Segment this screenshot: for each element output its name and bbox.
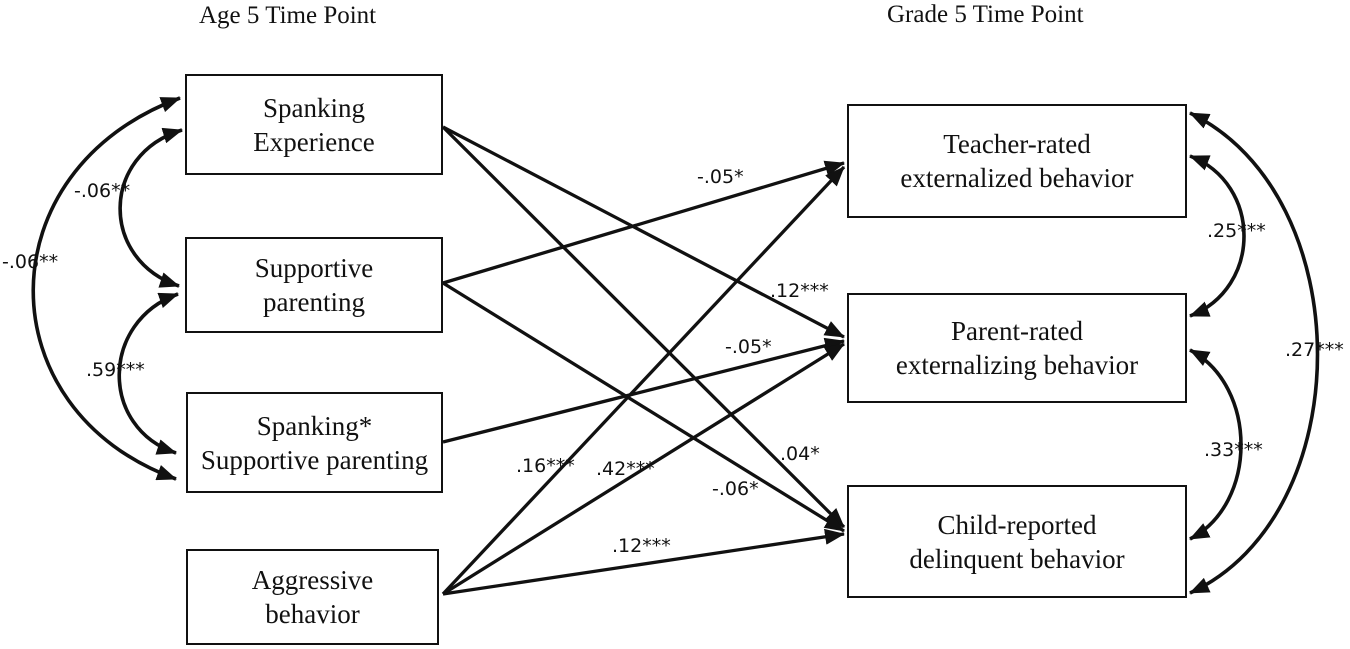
path-aggressive-to-teacher xyxy=(441,165,846,596)
path-aggressive-to-parent xyxy=(442,342,845,596)
coef-cov-spanking-interaction: -.06** xyxy=(2,251,59,273)
box-child-delinquent: Child-reported delinquent behavior xyxy=(847,485,1187,598)
coef-interaction-parent: -.05* xyxy=(725,336,772,358)
age5-timepoint-title: Age 5 Time Point xyxy=(199,2,377,29)
covariance-parent-child xyxy=(1189,348,1243,541)
coef-cov-teacher-child: .27*** xyxy=(1285,339,1344,361)
path-spanking-to-parent xyxy=(442,125,845,339)
box-spanking-x-supportive: Spanking* Supportive parenting xyxy=(186,392,443,493)
box-teacher-externalized: Teacher-rated externalized behavior xyxy=(847,104,1187,218)
coef-supportive-child: -.06* xyxy=(712,478,759,500)
box-supportive-parenting: Supportive parenting xyxy=(185,237,443,333)
coef-cov-spanking-supportive: -.06** xyxy=(74,180,131,202)
covariance-teacher-parent xyxy=(1189,154,1246,318)
path-spanking-to-child xyxy=(441,125,846,529)
path-supportive-to-teacher xyxy=(442,160,845,285)
covariance-teacher-child xyxy=(1189,111,1320,595)
grade5-timepoint-title: Grade 5 Time Point xyxy=(887,1,1084,28)
covariance-supportive-interaction xyxy=(117,292,179,455)
coef-aggressive-parent: .42*** xyxy=(596,458,655,480)
coef-spanking-parent: .12*** xyxy=(770,280,829,302)
box-parent-externalizing: Parent-rated externalizing behavior xyxy=(847,293,1187,403)
coef-cov-parent-child: .33*** xyxy=(1204,439,1263,461)
covariance-spanking-interaction xyxy=(31,96,181,481)
covariance-spanking-supportive xyxy=(118,127,183,288)
coef-supportive-teacher: -.05* xyxy=(697,166,744,188)
box-spanking-experience: Spanking Experience xyxy=(185,74,443,175)
coef-spanking-child: .04* xyxy=(780,443,820,465)
path-aggressive-to-child xyxy=(442,528,845,596)
box-aggressive-behavior: Aggressive behavior xyxy=(186,549,439,645)
coef-cov-teacher-parent: .25*** xyxy=(1207,220,1266,242)
coef-aggressive-teacher: .16*** xyxy=(516,455,575,477)
coef-cov-supportive-interaction: .59*** xyxy=(86,359,145,381)
path-interaction-to-parent xyxy=(442,337,845,444)
coef-aggressive-child: .12*** xyxy=(612,535,671,557)
path-supportive-to-child xyxy=(442,281,845,533)
